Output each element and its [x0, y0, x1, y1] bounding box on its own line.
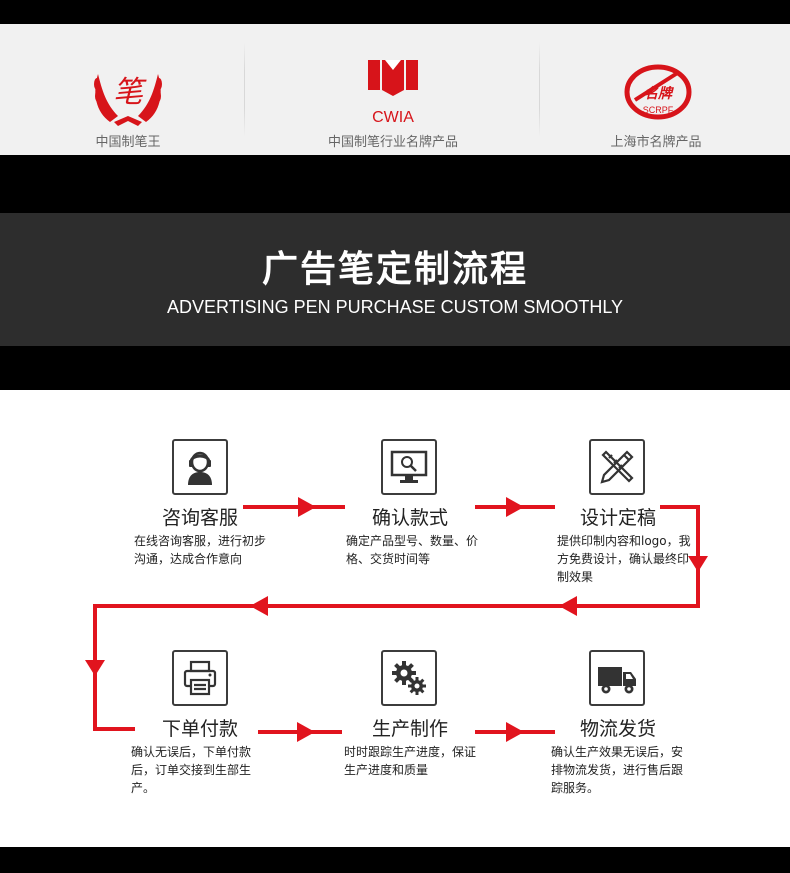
arrow-left-icon	[559, 596, 577, 616]
step-title: 下单付款	[161, 718, 238, 740]
banner-title: 广告笔定制流程	[261, 249, 528, 290]
banner-subtitle: ADVERTISING PEN PURCHASE CUSTOM SMOOTHLY	[166, 297, 624, 317]
monitor-search-icon	[381, 439, 437, 495]
laurel-wreath-icon: 笔	[88, 60, 168, 130]
cwia-logo: CWIA	[365, 56, 421, 128]
badge-mark: CWIA	[372, 109, 414, 126]
badge-mark: 笔	[113, 75, 147, 110]
badge-mark: SCRPF	[643, 105, 674, 115]
arrow-down-icon	[688, 556, 708, 572]
step-desc: 在线咨询客服，进行初步沟通，达成合作意向	[134, 534, 267, 566]
arrow-left-icon	[250, 596, 268, 616]
scrpf-seal: 名牌 SCRPF	[623, 62, 693, 122]
arrow-right-icon	[506, 497, 524, 517]
divider	[539, 42, 540, 137]
step-title: 确认款式	[371, 507, 448, 529]
arrow-right-icon	[297, 722, 315, 742]
arrow-right-icon	[506, 722, 524, 742]
step-desc: 提供印制内容和logo，我方免费设计，确认最终印制效果	[557, 534, 691, 584]
step-title: 设计定稿	[579, 507, 656, 529]
gears-icon	[381, 650, 437, 706]
connector-line	[93, 727, 135, 731]
svg-text:名牌: 名牌	[644, 85, 674, 102]
step-title: 物流发货	[579, 718, 656, 740]
step-desc: 确认生产效果无误后，安排物流发货，进行售后跟踪服务。	[551, 745, 684, 795]
black-gap	[0, 346, 790, 390]
badge-caption: 中国制笔行业名牌产品	[327, 135, 458, 150]
title-banner	[0, 213, 790, 346]
divider	[244, 42, 245, 137]
step-desc: 确定产品型号、数量、价格、交货时间等	[346, 534, 479, 566]
connector-line	[660, 505, 700, 509]
arrow-down-icon	[85, 660, 105, 676]
badge-caption: 中国制笔王	[95, 135, 161, 150]
arrow-right-icon	[298, 497, 316, 517]
connector-line	[93, 604, 700, 608]
step-title: 生产制作	[371, 718, 448, 740]
bottom-bar	[0, 847, 790, 873]
top-bar	[0, 0, 790, 24]
pencil-ruler-icon	[589, 439, 645, 495]
step-desc: 确认无误后，下单付款后，订单交接到生部生产。	[131, 745, 252, 795]
step-desc: 时时跟踪生产进度，保证生产进度和质量	[344, 745, 477, 777]
connector-line	[243, 505, 345, 509]
customer-service-icon	[172, 439, 228, 495]
step-title: 咨询客服	[161, 507, 238, 529]
truck-icon	[589, 650, 645, 706]
printer-icon	[172, 650, 228, 706]
badge-caption: 上海市名牌产品	[610, 135, 702, 150]
black-gap	[0, 155, 790, 213]
